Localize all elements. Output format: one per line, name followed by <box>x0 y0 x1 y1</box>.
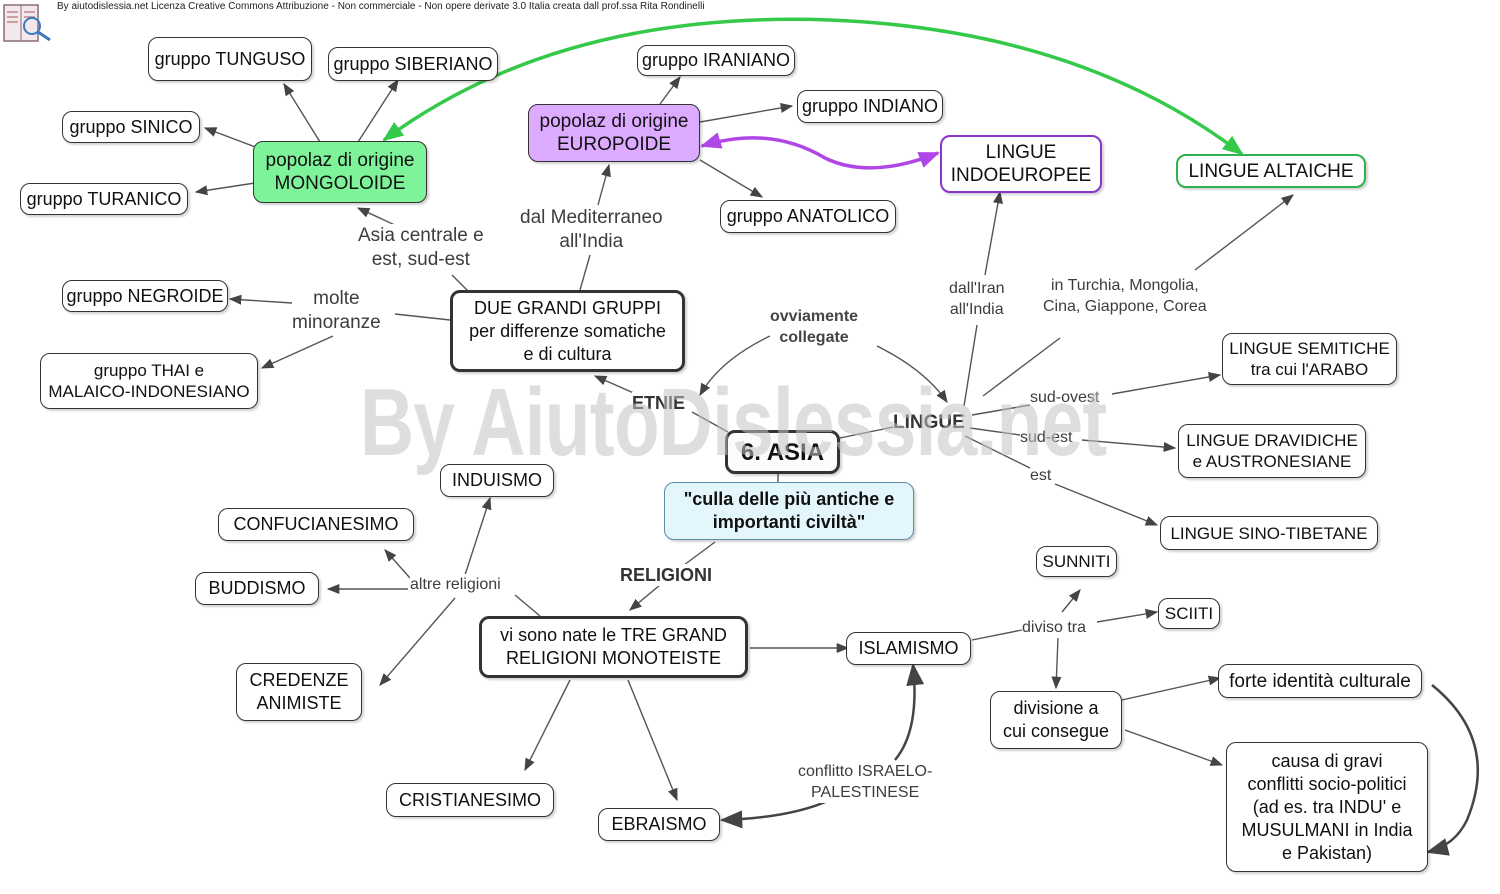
sud-ovest-label: sud-ovest <box>1030 387 1100 408</box>
negroide-node[interactable]: gruppo NEGROIDE <box>62 280 228 312</box>
indoeuropee-node[interactable]: LINGUE INDOEUROPEE <box>940 135 1102 193</box>
turanico-node[interactable]: gruppo TURANICO <box>20 183 188 215</box>
est-label: est <box>1030 465 1052 486</box>
ebraismo-node[interactable]: EBRAISMO <box>598 808 720 841</box>
europoide-node[interactable]: popolaz di origine EUROPOIDE <box>528 104 700 162</box>
confucianesimo-node[interactable]: CONFUCIANESIMO <box>218 508 414 541</box>
mongoloide-node[interactable]: popolaz di origine MONGOLOIDE <box>253 141 427 203</box>
ovviamente-collegate-label: ovviamente collegate <box>770 308 859 346</box>
credenze-node[interactable]: CREDENZE ANIMISTE <box>236 663 362 721</box>
thai-node[interactable]: gruppo THAI e MALAICO-INDONESIANO <box>40 353 258 409</box>
induismo-node[interactable]: INDUISMO <box>440 464 554 497</box>
molte-minoranze-label: molte minoranze <box>292 287 381 335</box>
semitiche-node[interactable]: LINGUE SEMITICHE tra cui l'ARABO <box>1222 333 1397 385</box>
iran-india-label: dall'Iran all'India <box>949 278 1005 320</box>
sud-est-label: sud-est <box>1020 427 1073 448</box>
lingue-label: LINGUE <box>893 412 965 434</box>
license-credit: By aiutodislessia.net Licenza Creative C… <box>57 1 705 12</box>
identita-node[interactable]: forte identità culturale <box>1218 664 1422 698</box>
mediterraneo-label: dal Mediterraneo all'India <box>520 206 663 254</box>
cristianesimo-node[interactable]: CRISTIANESIMO <box>386 783 554 817</box>
sunniti-node[interactable]: SUNNITI <box>1036 546 1117 577</box>
sinico-node[interactable]: gruppo SINICO <box>62 111 200 143</box>
iraniano-node[interactable]: gruppo IRANIANO <box>637 45 795 76</box>
anatolico-node[interactable]: gruppo ANATOLICO <box>720 200 896 233</box>
religioni-label: RELIGIONI <box>620 564 713 586</box>
sciiti-node[interactable]: SCIITI <box>1158 598 1220 629</box>
dravidiche-node[interactable]: LINGUE DRAVIDICHE e AUSTRONESIANE <box>1178 424 1366 478</box>
due-gruppi-node[interactable]: DUE GRANDI GRUPPI per differenze somatic… <box>450 290 685 372</box>
book-map-icon <box>3 4 51 42</box>
islamismo-node[interactable]: ISLAMISMO <box>846 632 971 665</box>
asia-centrale-label: Asia centrale e est, sud-est <box>358 224 484 272</box>
tunguso-node[interactable]: gruppo TUNGUSO <box>148 37 312 81</box>
divisione-node[interactable]: divisione a cui consegue <box>990 691 1122 749</box>
tre-religioni-node[interactable]: vi sono nate le TRE GRAND RELIGIONI MONO… <box>479 616 748 678</box>
altaiche-node[interactable]: LINGUE ALTAICHE <box>1176 154 1366 188</box>
etnie-label: ETNIE <box>632 392 686 414</box>
diviso-tra-label: diviso tra <box>1022 617 1087 638</box>
indiano-node[interactable]: gruppo INDIANO <box>797 90 943 123</box>
turchia-label: in Turchia, Mongolia, Cina, Giappone, Co… <box>1043 275 1207 317</box>
sino-tibetane-node[interactable]: LINGUE SINO-TIBETANE <box>1160 516 1378 550</box>
culla-node[interactable]: "culla delle più antiche e importanti ci… <box>664 482 914 540</box>
siberiano-node[interactable]: gruppo SIBERIANO <box>328 47 498 81</box>
altre-religioni-label: altre religioni <box>410 574 501 595</box>
conflitti-node[interactable]: causa di gravi conflitti socio-politici … <box>1226 742 1428 872</box>
asia-node[interactable]: 6. ASIA <box>725 430 840 474</box>
conflitto-label: conflitto ISRAELO- PALESTINESE <box>798 761 933 803</box>
buddismo-node[interactable]: BUDDISMO <box>195 572 319 605</box>
